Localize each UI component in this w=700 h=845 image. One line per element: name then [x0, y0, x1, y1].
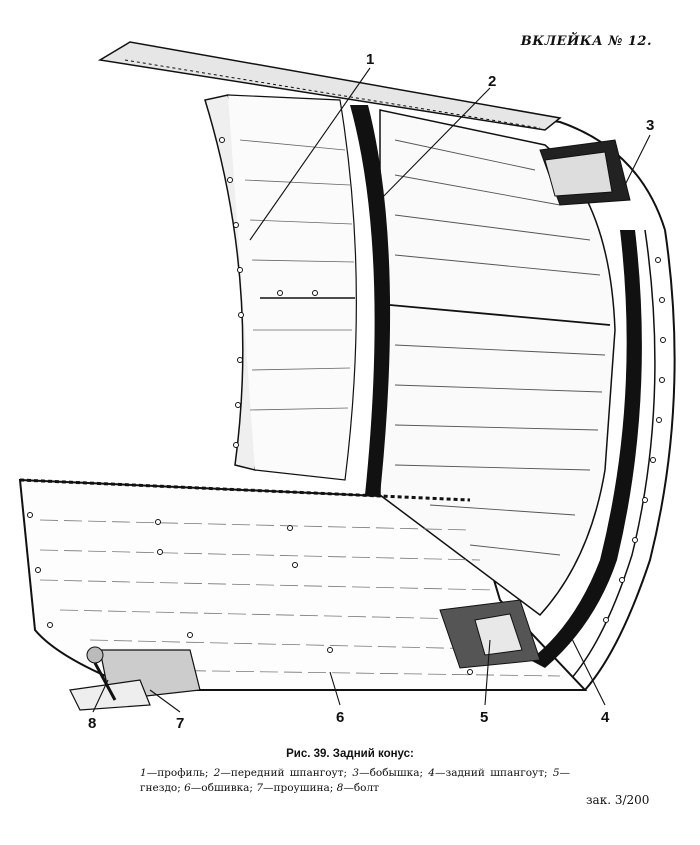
- order-reference: зак. 3/200: [586, 793, 650, 807]
- insert-label: ВКЛЕЙКА № 12.: [520, 34, 652, 49]
- callout-6: 6: [336, 709, 344, 726]
- callout-2: 2: [488, 73, 496, 90]
- boss: [539, 139, 631, 206]
- callout-5: 5: [480, 709, 488, 726]
- legend-item: 5—гнездо;: [140, 767, 571, 794]
- legend-item: 8—болт: [336, 782, 379, 794]
- rear-frame: [530, 230, 642, 668]
- callout-4: 4: [601, 709, 610, 726]
- rear-cone-drawing: 1 2 3 4 5 6 7 8: [18, 41, 676, 732]
- legend-item: 2—передний шпангоут;: [213, 767, 348, 779]
- inner-wall: [379, 109, 616, 617]
- legend-item: 3—бобышка;: [352, 767, 424, 779]
- front-frame: [350, 105, 391, 495]
- leader-lines: [92, 67, 651, 713]
- callout-8: 8: [88, 715, 96, 732]
- top-flange: [97, 41, 562, 131]
- lug: [69, 649, 201, 711]
- skin: [19, 478, 561, 677]
- legend-item: 4—задний шпангоут;: [428, 767, 548, 779]
- figure-legend: 1—профиль; 2—передний шпангоут; 3—бобышк…: [140, 766, 570, 796]
- bolt: [86, 646, 117, 701]
- legend-item: 1—профиль;: [140, 767, 209, 779]
- callout-3: 3: [646, 117, 654, 134]
- rim-rivets: [603, 257, 666, 623]
- socket: [439, 599, 541, 669]
- callout-7: 7: [176, 715, 184, 732]
- profile: [204, 94, 357, 481]
- figure-caption-title: Рис. 39. Задний конус:: [286, 748, 414, 760]
- legend-item: 7—проушина;: [256, 782, 334, 794]
- legend-item: 6—обшивка;: [184, 782, 253, 794]
- callout-1: 1: [366, 51, 374, 68]
